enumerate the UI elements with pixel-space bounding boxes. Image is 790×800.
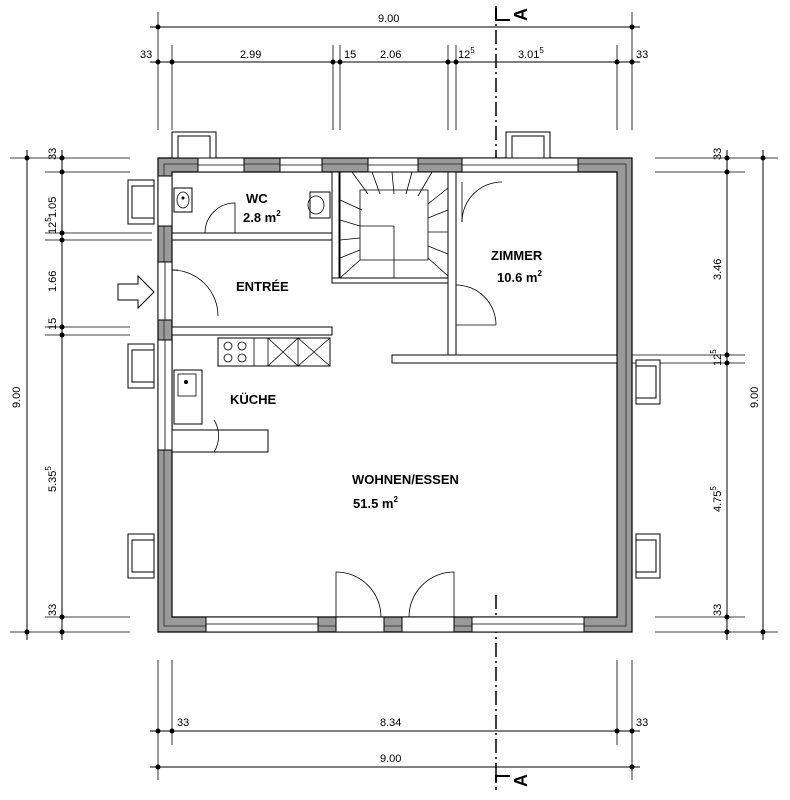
- top-dim-301: 3.015: [518, 46, 544, 61]
- top-dimension-chain: 9.00 33 2.99 15 2.06 125 3.015 33: [140, 12, 648, 130]
- left-dim-105: 1.05: [47, 197, 59, 218]
- left-total-dim: 9.00: [11, 387, 23, 408]
- kitchen-fixtures: [173, 337, 331, 425]
- left-dim-15: 15: [47, 318, 59, 330]
- left-dim-12: 125: [44, 217, 59, 234]
- wc-fixtures: [173, 187, 331, 234]
- interior-walls: [171, 171, 618, 453]
- right-dim-33-bottom: 33: [712, 604, 724, 616]
- right-dim-475: 4.755: [709, 486, 724, 512]
- entrance-arrow-icon: [117, 274, 155, 310]
- left-windows: [117, 175, 173, 579]
- room-name-wc: WC: [246, 191, 268, 206]
- top-dim-299: 2.99: [240, 49, 261, 61]
- right-dimension-chain: 9.00 33 3.46 125 4.755 33: [630, 148, 778, 640]
- room-labels: WC 2.8 m2 ENTRÉE ZIMMER 10.6 m2 KÜCHE WO…: [230, 191, 543, 511]
- right-total-dim: 9.00: [749, 387, 761, 408]
- top-dim-206: 2.06: [380, 49, 401, 61]
- room-area-wohnen: 51.5 m2: [353, 495, 398, 511]
- bottom-dimension-chain: 33 8.34 33 9.00: [150, 660, 648, 780]
- left-dim-535: 5.355: [44, 466, 59, 492]
- left-dimension-chain: 9.00 33 1.05 125 1.66 15 5.355 33: [10, 148, 152, 640]
- top-dim-33-left: 33: [140, 49, 152, 61]
- bottom-dim-33-right: 33: [636, 717, 648, 729]
- room-name-entree: ENTRÉE: [236, 279, 289, 294]
- bottom-windows: [205, 571, 585, 633]
- right-dim-33-top: 33: [712, 148, 724, 160]
- room-name-wohnen: WOHNEN/ESSEN: [352, 472, 459, 487]
- bottom-inner-dim: 8.34: [380, 717, 401, 729]
- bottom-dim-33-left: 33: [177, 717, 189, 729]
- right-dim-12: 125: [709, 349, 724, 366]
- left-dim-33-top: 33: [47, 148, 59, 160]
- top-total-dim: 9.00: [378, 13, 399, 25]
- room-name-kueche: KÜCHE: [230, 392, 277, 407]
- top-dim-33-right: 33: [636, 49, 648, 61]
- section-axis: A A: [495, 6, 531, 790]
- right-dim-346: 3.46: [712, 259, 724, 280]
- right-windows: [635, 359, 661, 579]
- bottom-total-dim: 9.00: [380, 753, 401, 765]
- section-marker-top: A: [511, 8, 531, 21]
- room-name-zimmer: ZIMMER: [491, 248, 543, 263]
- top-windows: [171, 131, 579, 173]
- section-marker-bottom: A: [511, 774, 531, 787]
- staircase: [339, 171, 449, 279]
- top-dim-12: 125: [458, 46, 475, 61]
- top-dim-15: 15: [344, 49, 356, 61]
- left-dim-166: 1.66: [47, 271, 59, 292]
- room-area-wc: 2.8 m2: [243, 209, 281, 225]
- doors: [171, 181, 503, 453]
- left-dim-33-bottom: 33: [47, 604, 59, 616]
- room-area-zimmer: 10.6 m2: [497, 269, 542, 285]
